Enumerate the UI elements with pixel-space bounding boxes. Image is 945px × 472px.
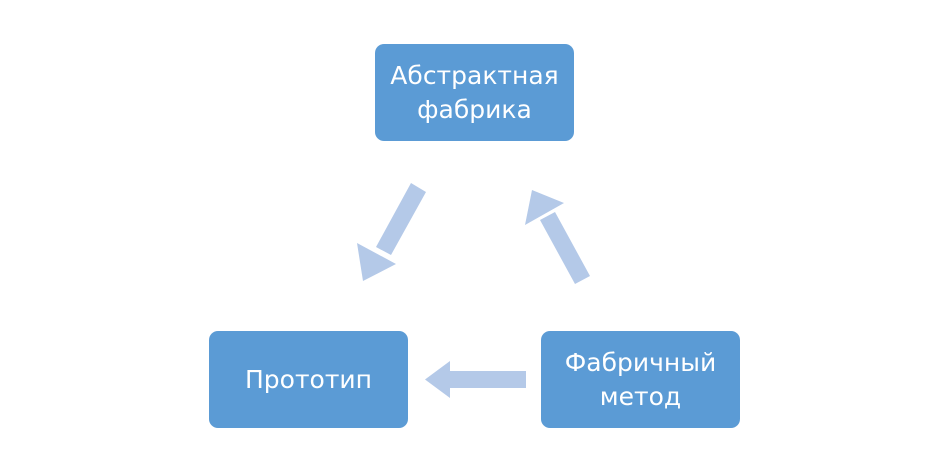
node-factory-method-label-line-2: метод — [599, 381, 682, 411]
node-factory-method: Фабричный метод — [541, 331, 740, 428]
node-factory-method-label-line-1: Фабричный — [564, 347, 717, 377]
arrow-factory-method-to-abstract-factory-shaft — [540, 212, 590, 284]
arrow-abstract-factory-to-prototype-shaft — [376, 183, 426, 255]
node-abstract-factory-label-line-1: Абстрактная — [390, 60, 559, 90]
node-abstract-factory-label-line-2: фабрика — [417, 94, 532, 124]
arrow-factory-method-to-prototype-head — [425, 361, 450, 398]
node-prototype: Прототип — [209, 331, 408, 428]
arrow-factory-method-to-prototype-shaft — [450, 371, 526, 388]
node-abstract-factory: Абстрактная фабрика — [375, 44, 574, 141]
arrow-factory-method-to-abstract-factory-head — [525, 190, 564, 225]
arrow-abstract-factory-to-prototype-head — [357, 243, 396, 281]
node-prototype-label: Прототип — [245, 364, 372, 394]
